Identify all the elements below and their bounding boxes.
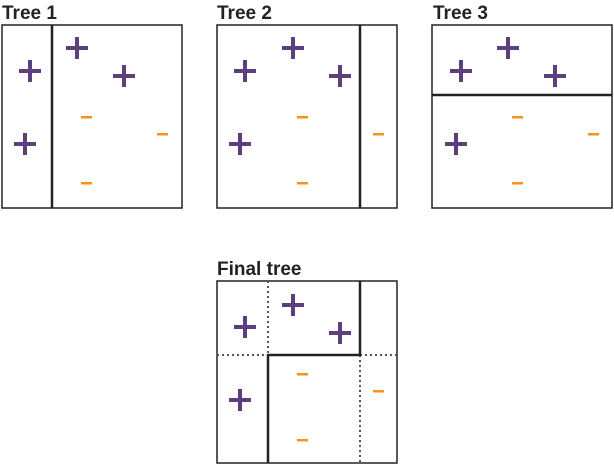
plus-marker: [234, 60, 256, 82]
panel-frame: [216, 280, 398, 464]
plus-marker: [282, 37, 304, 59]
panel-tree-3: [431, 24, 613, 209]
plus-marker: [329, 65, 351, 87]
minus-marker: [373, 390, 384, 393]
plus-marker: [497, 37, 519, 59]
plus-marker: [282, 294, 304, 316]
minus-marker: [297, 116, 308, 119]
plus-marker: [66, 37, 88, 59]
panel-title-tree-1: Tree 1: [2, 3, 57, 24]
plus-marker: [234, 316, 256, 338]
minus-marker: [512, 182, 523, 185]
minus-marker: [157, 133, 168, 136]
panel-title-tree-3: Tree 3: [433, 3, 488, 24]
minus-marker: [588, 133, 599, 136]
panel-frame: [431, 24, 613, 209]
panel-title-tree-2: Tree 2: [217, 3, 272, 24]
plus-marker: [329, 322, 351, 344]
panel-frame: [1, 24, 183, 209]
plus-marker: [445, 133, 467, 155]
plus-marker: [229, 133, 251, 155]
panel-tree-2: [216, 24, 398, 209]
panel-tree-1: [1, 24, 183, 209]
plus-marker: [113, 65, 135, 87]
minus-marker: [512, 116, 523, 119]
minus-marker: [297, 439, 308, 442]
minus-marker: [373, 133, 384, 136]
plus-marker: [19, 60, 41, 82]
panel-title-final-tree: Final tree: [217, 259, 301, 280]
minus-marker: [297, 182, 308, 185]
panel-final-tree: [216, 280, 398, 464]
plus-marker: [14, 133, 36, 155]
minus-marker: [81, 182, 92, 185]
minus-marker: [81, 116, 92, 119]
plus-marker: [450, 60, 472, 82]
plus-marker: [544, 65, 566, 87]
panel-frame: [216, 24, 398, 209]
minus-marker: [297, 373, 308, 376]
plus-marker: [229, 389, 251, 411]
